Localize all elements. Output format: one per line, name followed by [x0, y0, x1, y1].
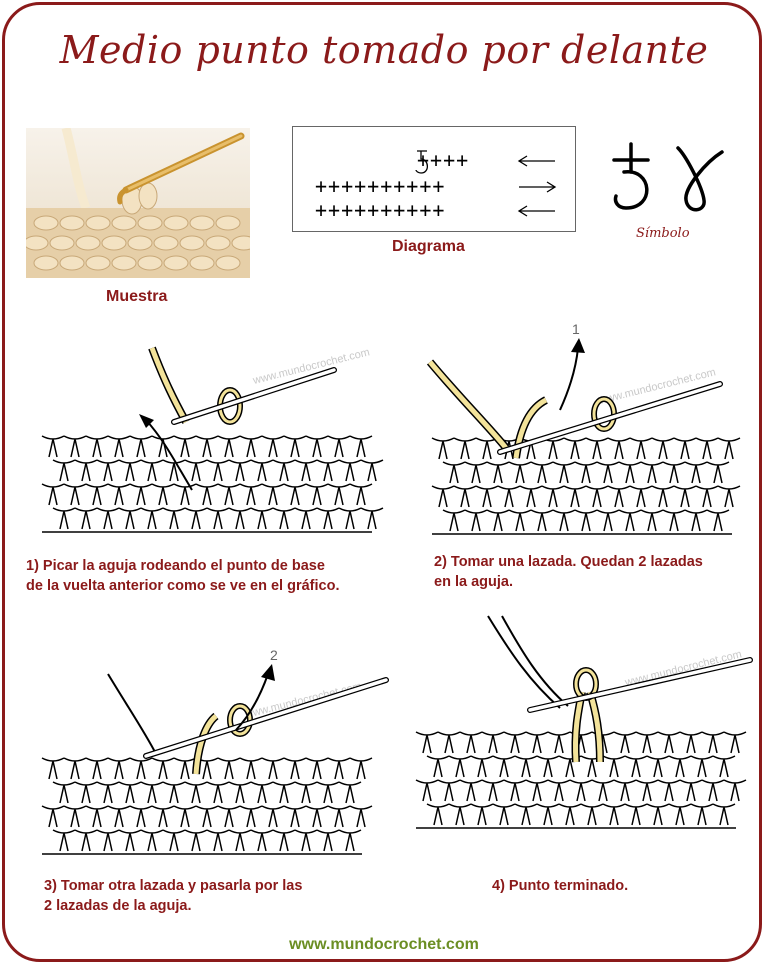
crochet-fabric	[415, 731, 747, 829]
arrow-label-1: 1	[572, 321, 580, 337]
step-1-line-2: de la vuelta anterior como se ve en el g…	[26, 578, 340, 594]
diagram-arrow-1-icon	[517, 155, 555, 167]
stitch-symbol-icon	[612, 142, 724, 212]
step-4-line-1: 4) Punto terminado.	[492, 878, 629, 894]
step-4-illustration: www.mundocrochet.com	[415, 615, 753, 829]
step-2-text: 2) Tomar una lazada. Quedan 2 lazadas en…	[434, 552, 703, 592]
muestra-label: Muestra	[106, 288, 168, 305]
step-4-text: 4) Punto terminado.	[492, 876, 628, 896]
step-3-line-2: 2 lazadas de la aguja.	[44, 898, 192, 914]
step-3-text: 3) Tomar otra lazada y pasarla por las 2…	[44, 876, 302, 916]
arrow-label-2: 2	[270, 647, 278, 663]
diagram-arrow-3-icon	[517, 205, 555, 217]
watermark-3: www.mundocrochet.com	[243, 680, 363, 721]
stitch-diagram: ++++++++++++++++++++++++	[292, 126, 576, 232]
diagram-arrow-2-icon	[519, 181, 557, 193]
crochet-fabric	[431, 437, 741, 535]
diagram-row-3: ++++++++++	[315, 198, 445, 222]
step-2-line-1: 2) Tomar una lazada. Quedan 2 lazadas	[434, 554, 703, 570]
step-2-line-2: en la aguja.	[434, 574, 513, 590]
crochet-fabric	[41, 435, 384, 533]
step-1-line-1: 1) Picar la aguja rodeando el punto de b…	[26, 558, 325, 574]
sample-photo	[26, 128, 250, 278]
step-1-illustration: www.mundocrochet.com	[41, 346, 384, 533]
diagram-row-1: ++++	[417, 148, 469, 172]
watermark-1: www.mundocrochet.com	[251, 346, 371, 387]
diagram-row-2: ++++++++++	[315, 174, 445, 198]
step-3-illustration: www.mundocrochet.com 2	[41, 647, 389, 855]
simbolo-label: Símbolo	[636, 226, 690, 241]
step-2-illustration: www.mundocrochet.com 1	[426, 321, 741, 535]
diagrama-label: Diagrama	[392, 238, 465, 255]
diagram-stitch-symbol-icon	[415, 150, 429, 174]
footer-link[interactable]: www.mundocrochet.com	[289, 936, 479, 953]
step-1-text: 1) Picar la aguja rodeando el punto de b…	[26, 556, 339, 596]
crochet-fabric	[41, 757, 373, 855]
page-title: Medio punto tomado por delante	[59, 28, 709, 72]
step-3-line-1: 3) Tomar otra lazada y pasarla por las	[44, 878, 303, 894]
